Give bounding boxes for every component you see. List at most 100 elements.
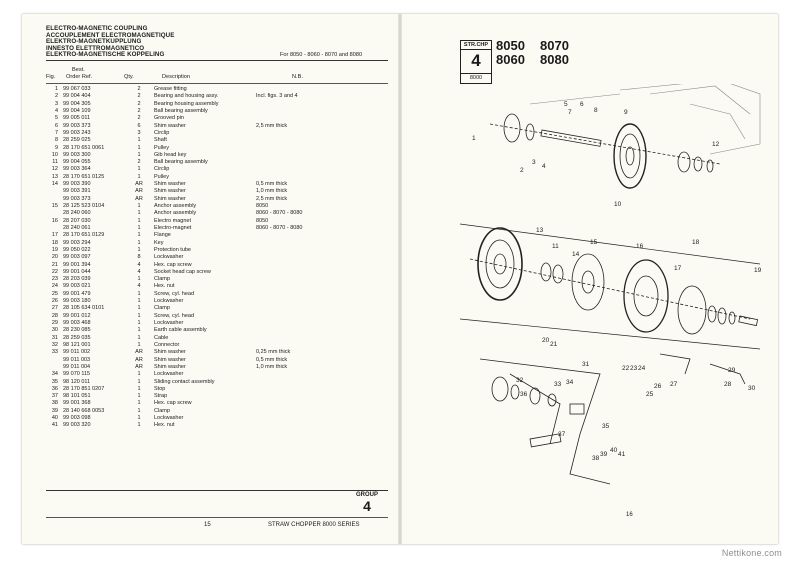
cell-fig: 34 [51, 371, 58, 378]
cell-qty: 1 [137, 217, 141, 224]
cell-description: Sliding contact assembly [154, 378, 215, 385]
col-header-ref-line2: Order Ref. [66, 74, 93, 80]
col-header-ref-line1: Best. [72, 67, 85, 73]
cell-nb: 8060 - 8070 - 8080 [256, 210, 303, 217]
callout-14: 14 [572, 251, 580, 258]
cell-description: Electro magnet [154, 217, 191, 224]
machine-frame-sketch [529, 84, 761, 155]
cell-fig: 30 [51, 327, 58, 334]
cell-fig: 7 [54, 129, 58, 136]
cell-order-ref: 99 003 243 [63, 129, 91, 136]
cell-fig: 8 [54, 137, 58, 144]
cell-description: Lockwasher [154, 415, 184, 422]
col-header-description: Description [162, 74, 190, 80]
cell-order-ref: 99 003 320 [63, 422, 91, 429]
group-indicator: GROUP 4 [342, 492, 392, 514]
callout-9: 9 [624, 109, 628, 116]
cell-order-ref: 98 120 011 [63, 378, 91, 385]
cell-fig: 22 [51, 268, 58, 275]
cell-fig: 36 [51, 385, 58, 392]
cell-nb: Incl. figs. 3 and 4 [256, 93, 298, 100]
cell-description: Strap [154, 393, 168, 400]
cell-fig: 24 [51, 283, 58, 290]
cell-order-ref: 99 001 394 [63, 261, 91, 268]
cell-fig: 3 [54, 100, 58, 107]
callout-34: 34 [566, 379, 574, 386]
cell-fig: 6 [54, 122, 58, 129]
callout-33: 33 [554, 381, 562, 388]
cell-qty: 1 [137, 341, 141, 348]
cell-fig: 31 [51, 334, 58, 341]
callout-27: 27 [670, 381, 678, 388]
cell-order-ref: 99 011 002 [63, 349, 91, 356]
cell-order-ref: 99 001 479 [63, 290, 91, 297]
cell-order-ref: 28 170 851 0207 [63, 385, 105, 392]
cell-description: Pulley [154, 173, 169, 180]
cell-description: Shim washer [154, 181, 186, 188]
section-badge-label: STR.CHP [461, 41, 491, 50]
cell-order-ref: 99 011 003 [63, 356, 91, 363]
cell-qty: AR [135, 349, 143, 356]
upper-shaft-assembly [489, 113, 721, 189]
model-8060: 8060 [496, 52, 525, 67]
cell-qty: 1 [137, 151, 141, 158]
cell-order-ref: 99 011 004 [63, 363, 91, 370]
cell-order-ref: 28 207 030 [63, 217, 91, 224]
cell-nb: 1,0 mm thick [256, 188, 288, 195]
callout-2: 2 [520, 167, 524, 174]
cell-qty: 1 [137, 385, 141, 392]
cell-qty: 1 [137, 232, 141, 239]
cell-qty: 1 [137, 312, 141, 319]
cell-qty: 1 [137, 290, 141, 297]
callout-3: 3 [532, 159, 536, 166]
cell-fig: 5 [54, 115, 58, 122]
cell-order-ref: 28 240 061 [63, 224, 91, 231]
cell-nb: 0,25 mm thick [256, 349, 291, 356]
cell-fig: 40 [51, 415, 58, 422]
cell-fig: 10 [51, 151, 58, 158]
cell-description: Ball bearing assembly [154, 159, 208, 166]
callout-39: 39 [600, 451, 608, 458]
cell-fig: 16 [51, 217, 58, 224]
cell-fig: 18 [51, 239, 58, 246]
cell-qty: 1 [137, 298, 141, 305]
callout-labels: 2 3 4 1 5 6 7 8 9 10 11 12 13 14 15 16 1… [472, 101, 762, 462]
cell-description: Screw, cyl. head [154, 290, 195, 297]
cell-qty: 8 [137, 254, 141, 261]
callout-15: 15 [590, 239, 598, 246]
cell-order-ref: 99 004 305 [63, 100, 91, 107]
section-titles: ELECTRO-MAGNETIC COUPLING ACCOUPLEMENT E… [46, 25, 174, 59]
cell-nb: 8050 [256, 217, 269, 224]
cell-fig: 9 [54, 144, 58, 151]
cell-description: Electro-magnet [154, 224, 192, 231]
cell-order-ref: 99 003 364 [63, 166, 91, 173]
group-number: 4 [363, 498, 371, 514]
callout-30: 30 [748, 385, 756, 392]
callout-12: 12 [712, 141, 720, 148]
cell-description: Shim washer [154, 122, 186, 129]
cell-order-ref: 99 003 300 [63, 151, 91, 158]
cell-description: Shim washer [154, 356, 186, 363]
cell-order-ref: 98 121 001 [63, 341, 91, 348]
page-number-right: 16 [626, 512, 633, 518]
cell-order-ref: 28 170 651 0125 [63, 173, 105, 180]
callout-19: 19 [754, 267, 762, 274]
cell-fig: 23 [51, 276, 58, 283]
table-row: 16 28 207 030 1 Electro magnet 8050 [46, 218, 388, 225]
cell-order-ref: 99 070 115 [63, 371, 91, 378]
cell-description: Grease fitting [154, 86, 187, 92]
